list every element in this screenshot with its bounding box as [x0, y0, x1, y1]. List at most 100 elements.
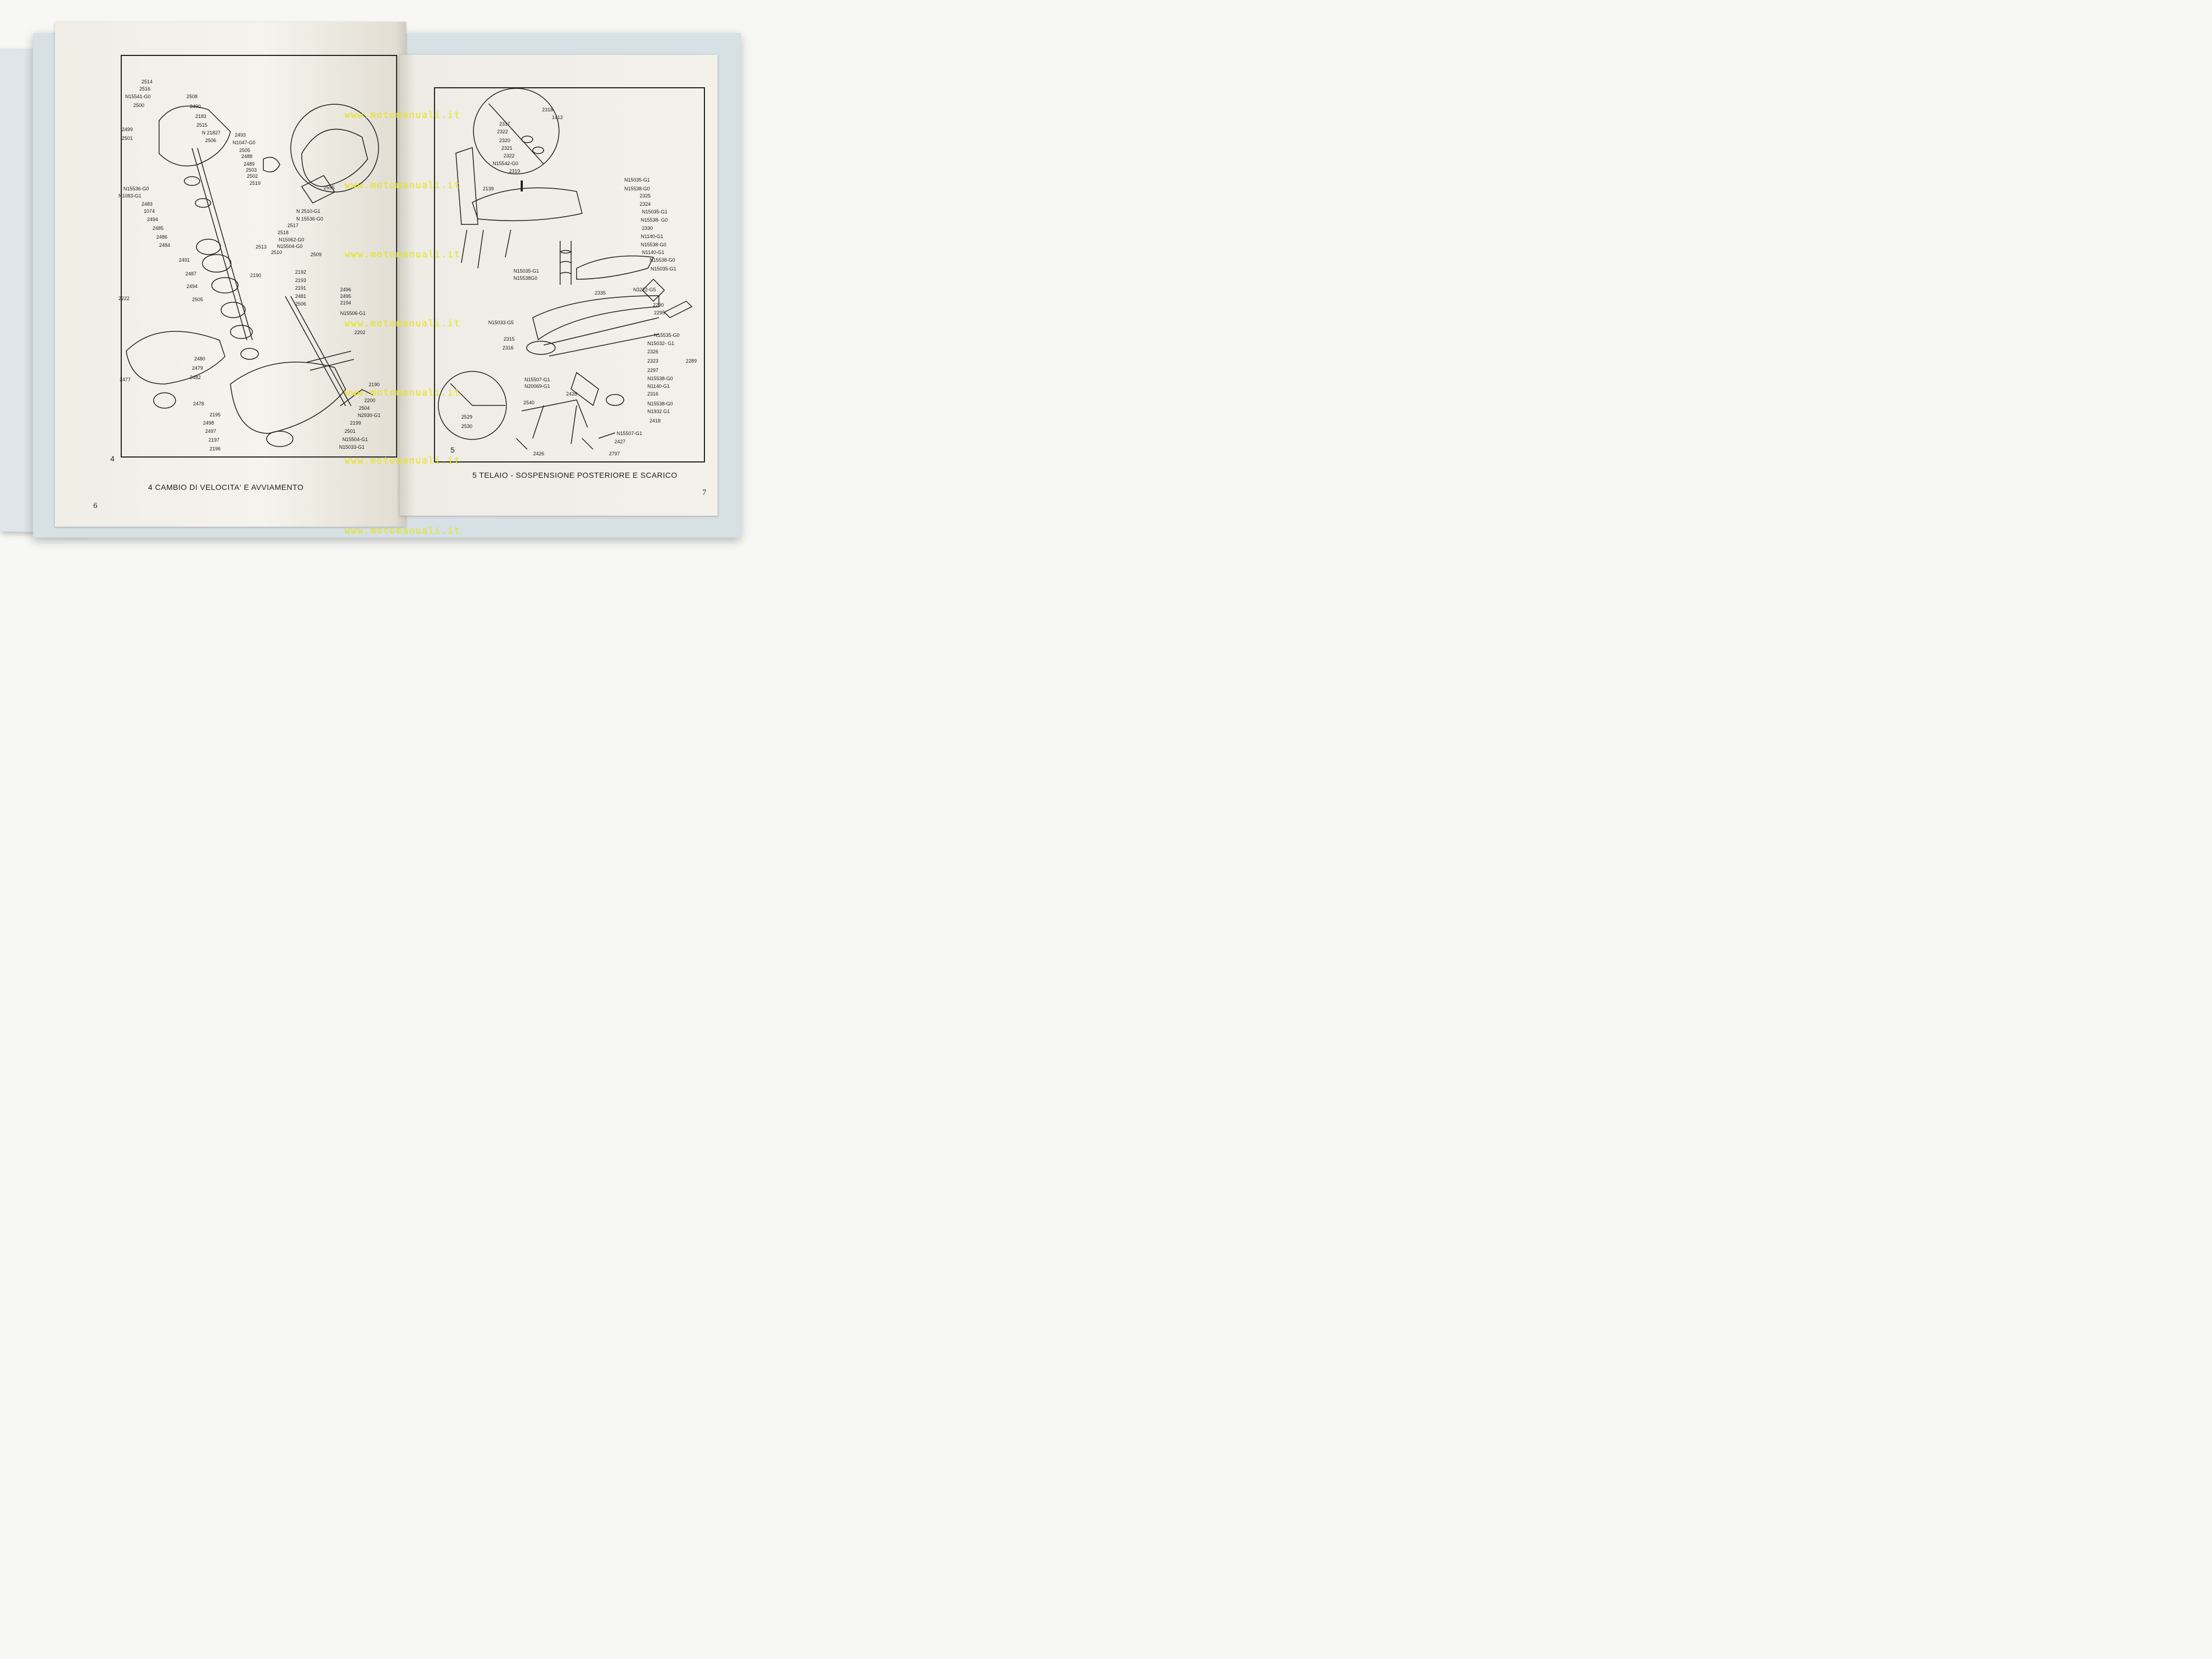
callout: N15538-G0 [650, 257, 675, 263]
callout: 2317 [499, 121, 511, 127]
watermark: www.motomanuali.it [345, 387, 461, 398]
callout: 2504 [359, 405, 370, 411]
callout: 2319 [509, 168, 521, 174]
watermark: www.motomanuali.it [345, 318, 461, 329]
callout: 2495 [340, 294, 352, 299]
callout: 2530 [461, 424, 473, 429]
callout: 2323 [647, 358, 659, 364]
callout: 2508 [187, 94, 198, 99]
left-page-caption: 4 CAMBIO DI VELOCITA' E AVVIAMENTO [148, 483, 304, 492]
callout: 2295 [654, 310, 665, 315]
callout: 2496 [340, 287, 352, 292]
callout: 2479 [192, 365, 204, 371]
callout: 2190 [250, 273, 262, 278]
callout: 2505 [192, 297, 204, 302]
callout: 2316 [503, 345, 514, 351]
callout: 2477 [120, 377, 131, 382]
callout: N1932 G1 [647, 409, 670, 414]
callout: 2484 [159, 242, 171, 248]
callout: 2190 [369, 382, 380, 387]
callout: N1047-G0 [233, 140, 256, 145]
callout: 2195 [210, 412, 221, 417]
callout: 2487 [185, 271, 197, 276]
callout: 2289 [686, 358, 697, 364]
callout: 2197 [208, 437, 220, 443]
callout: 2515 [196, 122, 208, 128]
watermark: www.motomanuali.it [345, 110, 461, 121]
callout: 2502 [247, 173, 258, 179]
callout: N1140-G1 [647, 383, 670, 389]
callout: 2497 [205, 428, 217, 434]
callout: 2418 [650, 418, 661, 424]
callout: 2480 [194, 356, 206, 362]
callout: 2335 [595, 290, 606, 296]
callout: N15538-G0 [624, 186, 650, 191]
callout: 2322 [497, 129, 509, 134]
callout: 2481 [295, 294, 307, 299]
watermark: www.motomanuali.it [345, 180, 461, 191]
callout: N15033-G1 [339, 444, 365, 450]
callout: 2797 [609, 451, 620, 456]
callout: 2428 [566, 391, 578, 397]
watermark: www.motomanuali.it [345, 526, 461, 537]
callout: 2192 [295, 269, 307, 275]
callout: N 2510-G1 [296, 208, 321, 214]
callout: N15504-G1 [342, 437, 368, 442]
callout: 2193 [295, 278, 307, 283]
callout: 2321 [501, 145, 513, 151]
callout: 2510 [271, 250, 283, 255]
callout: 2297 [647, 368, 659, 373]
callout: 2315 [504, 336, 515, 342]
callout: 2540 [523, 400, 535, 405]
callout: N3222-G5 [633, 287, 656, 292]
callout: 1074 [144, 208, 155, 214]
gearbox-exploded-drawing [126, 104, 379, 447]
callout: 2491 [179, 257, 190, 263]
left-page-number: 6 [93, 501, 98, 510]
callout: N1140-G1 [641, 234, 663, 239]
callout: 2322 [504, 153, 515, 159]
callout: 2183 [195, 114, 207, 119]
callout: N15507-G1 [617, 431, 642, 436]
callout: N15035-G1 [624, 177, 650, 183]
callout: 2488 [241, 154, 253, 159]
right-page-caption: 5 TELAIO - SOSPENSIONE POSTERIORE E SCAR… [472, 471, 678, 479]
callout: 2326 [647, 349, 659, 354]
callout: 2486 [156, 234, 168, 240]
callout: 2500 [133, 103, 145, 108]
callout: 2509 [311, 252, 322, 257]
callout: N15541-G0 [125, 94, 151, 99]
callout: 2200 [364, 398, 376, 403]
callout: 2318 [542, 107, 554, 112]
callout: N15033-G5 [488, 320, 514, 325]
callout: 2529 [461, 414, 473, 420]
callout: 2493 [235, 132, 246, 138]
left-page: 4 4 CAMBIO DI VELOCITA' E AVVIAMENTO 6 [55, 22, 406, 527]
callout: N15538G0 [514, 275, 538, 281]
callout: 2499 [122, 127, 133, 132]
watermark: www.motomanuali.it [345, 249, 461, 260]
callout: 2519 [250, 180, 261, 186]
callout: 2316 [647, 391, 659, 397]
callout: 2506 [295, 301, 307, 307]
callout: 2483 [142, 201, 153, 207]
callout: N15504-G0 [277, 244, 303, 249]
callout: 2194 [340, 300, 352, 306]
callout: 2518 [278, 230, 289, 235]
callout: 2139 [483, 186, 494, 191]
callout: 2501 [345, 428, 356, 434]
callout: N15035-G1 [514, 268, 539, 274]
callout: N1083-G1 [119, 193, 142, 199]
callout: 2490 [190, 104, 201, 109]
callout: N15507-G1 [524, 377, 550, 382]
callout: 2325 [640, 193, 651, 199]
left-plate-number: 4 [110, 454, 115, 463]
callout: N15538-G0 [647, 401, 673, 407]
callout: 2222 [119, 296, 130, 301]
callout: N20069-G1 [524, 383, 550, 389]
callout: 2516 [139, 86, 151, 92]
callout: 2482 [190, 375, 201, 380]
callout: N15062-G0 [279, 237, 304, 242]
callout: 2330 [642, 225, 653, 231]
callout: 2514 [142, 79, 153, 84]
